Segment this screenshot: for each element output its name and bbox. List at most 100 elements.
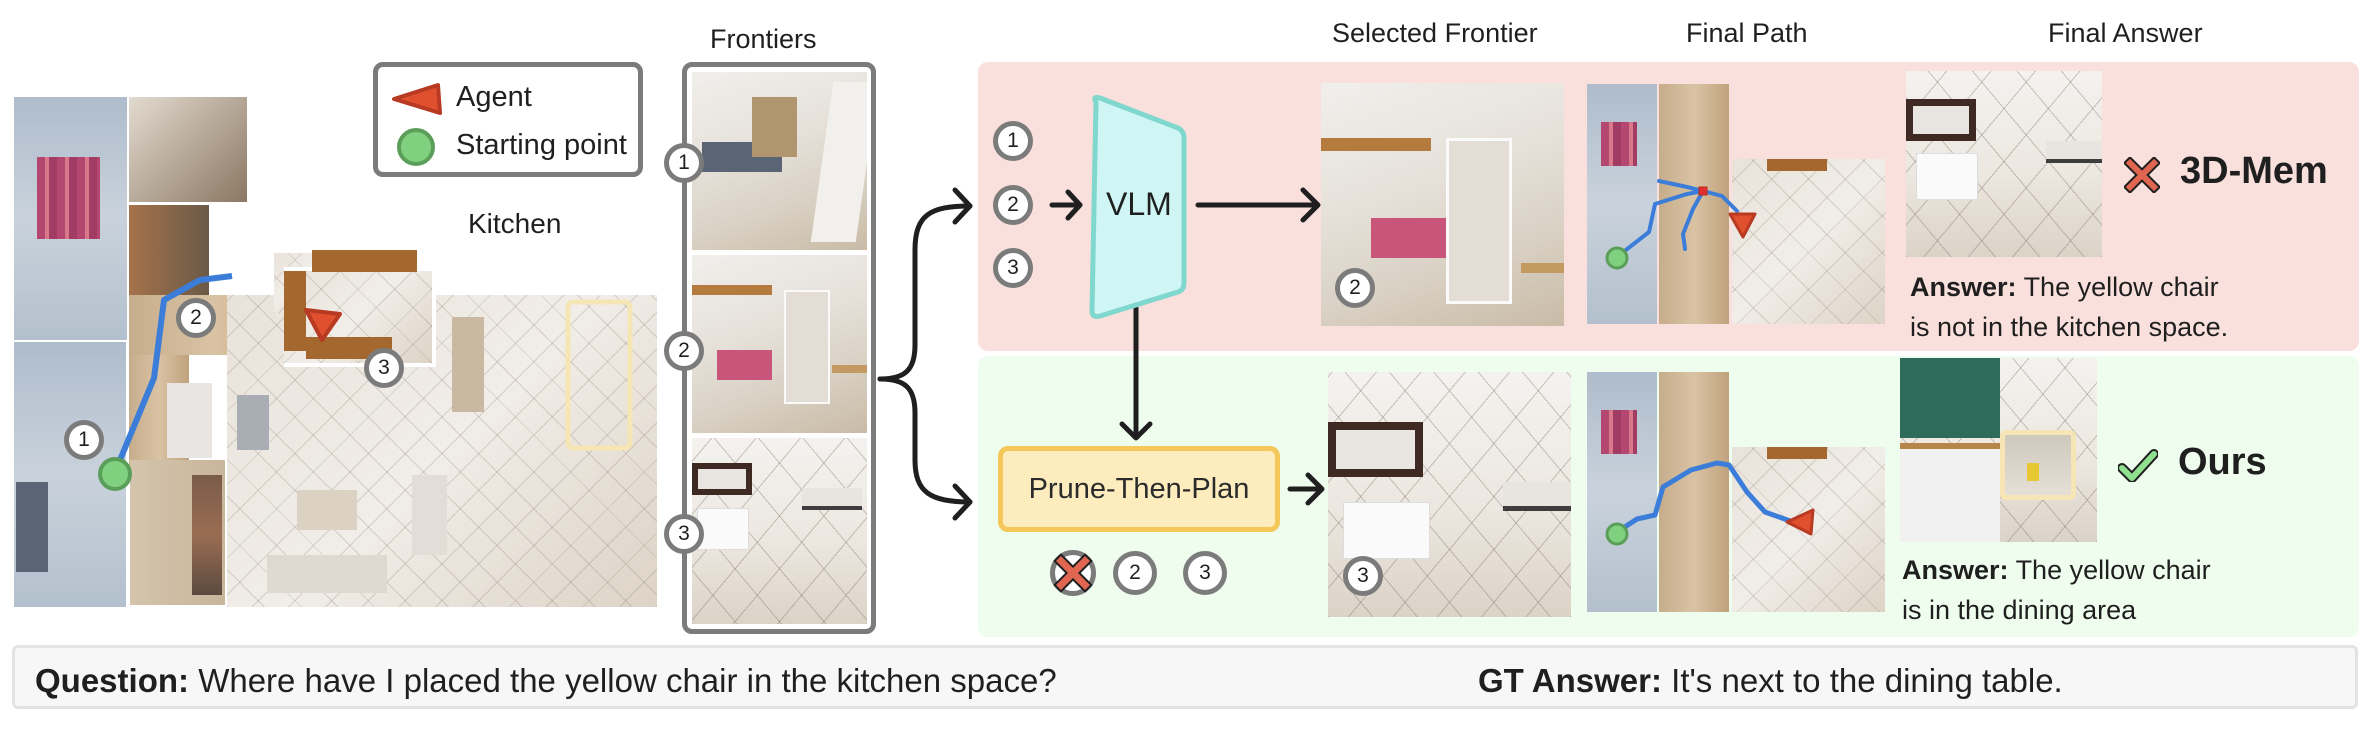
- kitchen-counter-left: [284, 271, 306, 351]
- map-frontier-marker-1: 1: [64, 420, 104, 460]
- dining-table: [452, 317, 484, 412]
- ours-answer-label: Answer: [1902, 555, 2000, 585]
- bp-counter: [1767, 159, 1827, 171]
- baseline-candidate-1: 1: [993, 121, 1033, 161]
- baseline-path-overlay: [1605, 179, 1757, 270]
- bed: [37, 157, 100, 239]
- header-frontiers: Frontiers: [710, 24, 817, 54]
- bp-path-1: [1615, 189, 1705, 259]
- header-selected-frontier: Selected Frontier: [1332, 18, 1538, 48]
- remaining-frontier-3: 3: [1183, 551, 1227, 595]
- ours-answer-image: [1900, 358, 2097, 542]
- arrowhead-to-baseline: [952, 187, 973, 225]
- oa-yellow-chair: [2027, 463, 2039, 481]
- map-overlay: [98, 273, 633, 491]
- arrow-vlm-to-selected: [1195, 187, 1321, 223]
- baseline-answer-label: Answer: [1910, 272, 2008, 302]
- bp-living: [1732, 159, 1885, 324]
- op-starting-point: [1605, 522, 1629, 546]
- baseline-method-name: 3D-Mem: [2180, 150, 2328, 192]
- baseline-selected-frontier-image: [1321, 83, 1564, 326]
- gt-answer-label: GT Answer: [1478, 662, 1651, 699]
- oa-dining-highlight-box: [2000, 430, 2076, 500]
- kitchen-counter-top: [312, 250, 417, 272]
- prune-then-plan-module: Prune-Then-Plan: [998, 446, 1280, 532]
- sel3-sofa: [1503, 482, 1571, 511]
- agent-path: [112, 273, 233, 474]
- vlm-label: VLM: [1106, 186, 1172, 222]
- couch: [267, 555, 387, 593]
- agent-marker: [304, 308, 342, 342]
- remaining-frontier-2: 2: [1113, 551, 1157, 595]
- bp-path-4: [1701, 189, 1739, 213]
- arrow-to-vlm: [1049, 189, 1083, 221]
- oa-kitchen-island: [1900, 443, 2000, 542]
- sofa: [16, 482, 48, 572]
- op-counter: [1767, 447, 1827, 459]
- ours-method-name: Ours: [2178, 441, 2267, 483]
- cross-icon: [1053, 553, 1093, 593]
- starting-point-marker: [98, 457, 132, 491]
- coffee-table: [297, 490, 357, 530]
- baseline-candidate-2: 2: [993, 185, 1033, 225]
- sel2-doorway: [1446, 138, 1512, 304]
- sel2-table: [1521, 263, 1564, 273]
- gt-answer: GT Answer: It's next to the dining table…: [1478, 662, 2063, 699]
- ours-selected-marker: 3: [1343, 556, 1383, 596]
- ba-sofa: [2046, 141, 2102, 163]
- ba-mirror: [1906, 99, 1976, 141]
- pruned-frontier-1: [1050, 550, 1096, 596]
- question-label: Question: [35, 662, 179, 699]
- bp-waypoint: [1698, 186, 1708, 196]
- header-final-answer: Final Answer: [2048, 18, 2203, 48]
- frontier-image-1: [692, 72, 867, 250]
- frontier-marker-3: 3: [664, 514, 704, 554]
- op-bed: [1601, 410, 1637, 454]
- map-frontier-marker-2: 2: [176, 298, 216, 338]
- frontier-2-table: [832, 365, 867, 373]
- bp-bed: [1601, 122, 1637, 166]
- op-path: [1614, 460, 1796, 535]
- bp-path-2: [1657, 179, 1705, 193]
- arrow-ptp-to-selected: [1287, 472, 1325, 506]
- frontier-2-bed: [717, 350, 772, 380]
- floor-plan-map: [12, 95, 664, 610]
- check-icon: [2118, 449, 2158, 482]
- ba-cabinet: [1916, 153, 1978, 200]
- cross-icon: [2124, 157, 2160, 193]
- arrow-vlm-to-ptp: [1119, 305, 1153, 441]
- shelf-items: [192, 475, 222, 595]
- op-middle-rooms: [1659, 372, 1729, 612]
- legend-label-agent: Agent: [456, 81, 532, 113]
- legend-label-starting-point: Starting point: [456, 129, 627, 161]
- ours-answer-text: The yellow chair is in the dining area: [1902, 555, 2211, 625]
- frontier-2-beam: [692, 285, 772, 295]
- legend: Agent Starting point: [373, 62, 643, 177]
- sel3-cabinet: [1343, 502, 1430, 559]
- baseline-selected-marker: 2: [1335, 268, 1375, 308]
- ours-path-overlay: [1605, 460, 1815, 546]
- baseline-answer: Answer: The yellow chair is not in the k…: [1910, 272, 2229, 342]
- header-final-path: Final Path: [1686, 18, 1808, 48]
- op-agent: [1785, 508, 1815, 536]
- starting-point-circle-icon: [397, 128, 435, 166]
- baseline-candidate-3: 3: [993, 248, 1033, 288]
- frontier-image-3: [692, 438, 867, 624]
- vlm-module-shape: [1089, 95, 1187, 319]
- question-answer-bar: Question: Where have I placed the yellow…: [12, 645, 2358, 709]
- room-label-kitchen: Kitchen: [468, 208, 562, 239]
- dining-highlight-box: [565, 299, 633, 451]
- side-chair: [237, 395, 269, 450]
- brace-lower: [877, 376, 973, 505]
- oa-green-wall: [1900, 358, 2000, 438]
- frontier-2-doorway: [784, 290, 830, 404]
- agent-triangle-icon: [392, 83, 442, 115]
- sel2-beam: [1321, 138, 1431, 151]
- armchair: [412, 475, 447, 555]
- sel2-bed: [1371, 218, 1451, 258]
- frontier-marker-2: 2: [664, 331, 704, 371]
- ours-answer: Answer: The yellow chair is in the dinin…: [1902, 555, 2211, 625]
- bp-starting-point: [1605, 246, 1629, 270]
- frontier-3-sofa: [802, 488, 862, 510]
